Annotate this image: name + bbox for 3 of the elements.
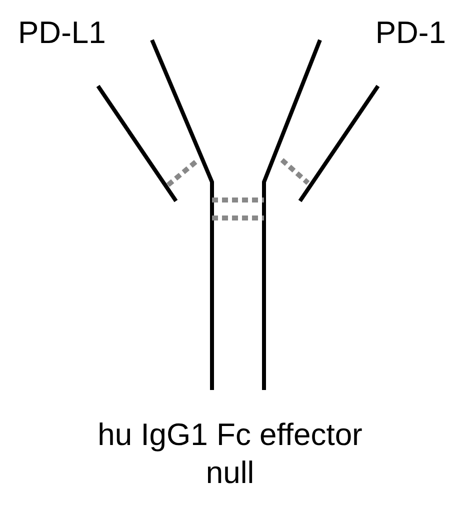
antibody-label: PD-L1 xyxy=(18,14,107,52)
antibody-label: PD-1 xyxy=(374,14,446,52)
antibody-label: hu IgG1 Fc effector null xyxy=(96,416,364,492)
